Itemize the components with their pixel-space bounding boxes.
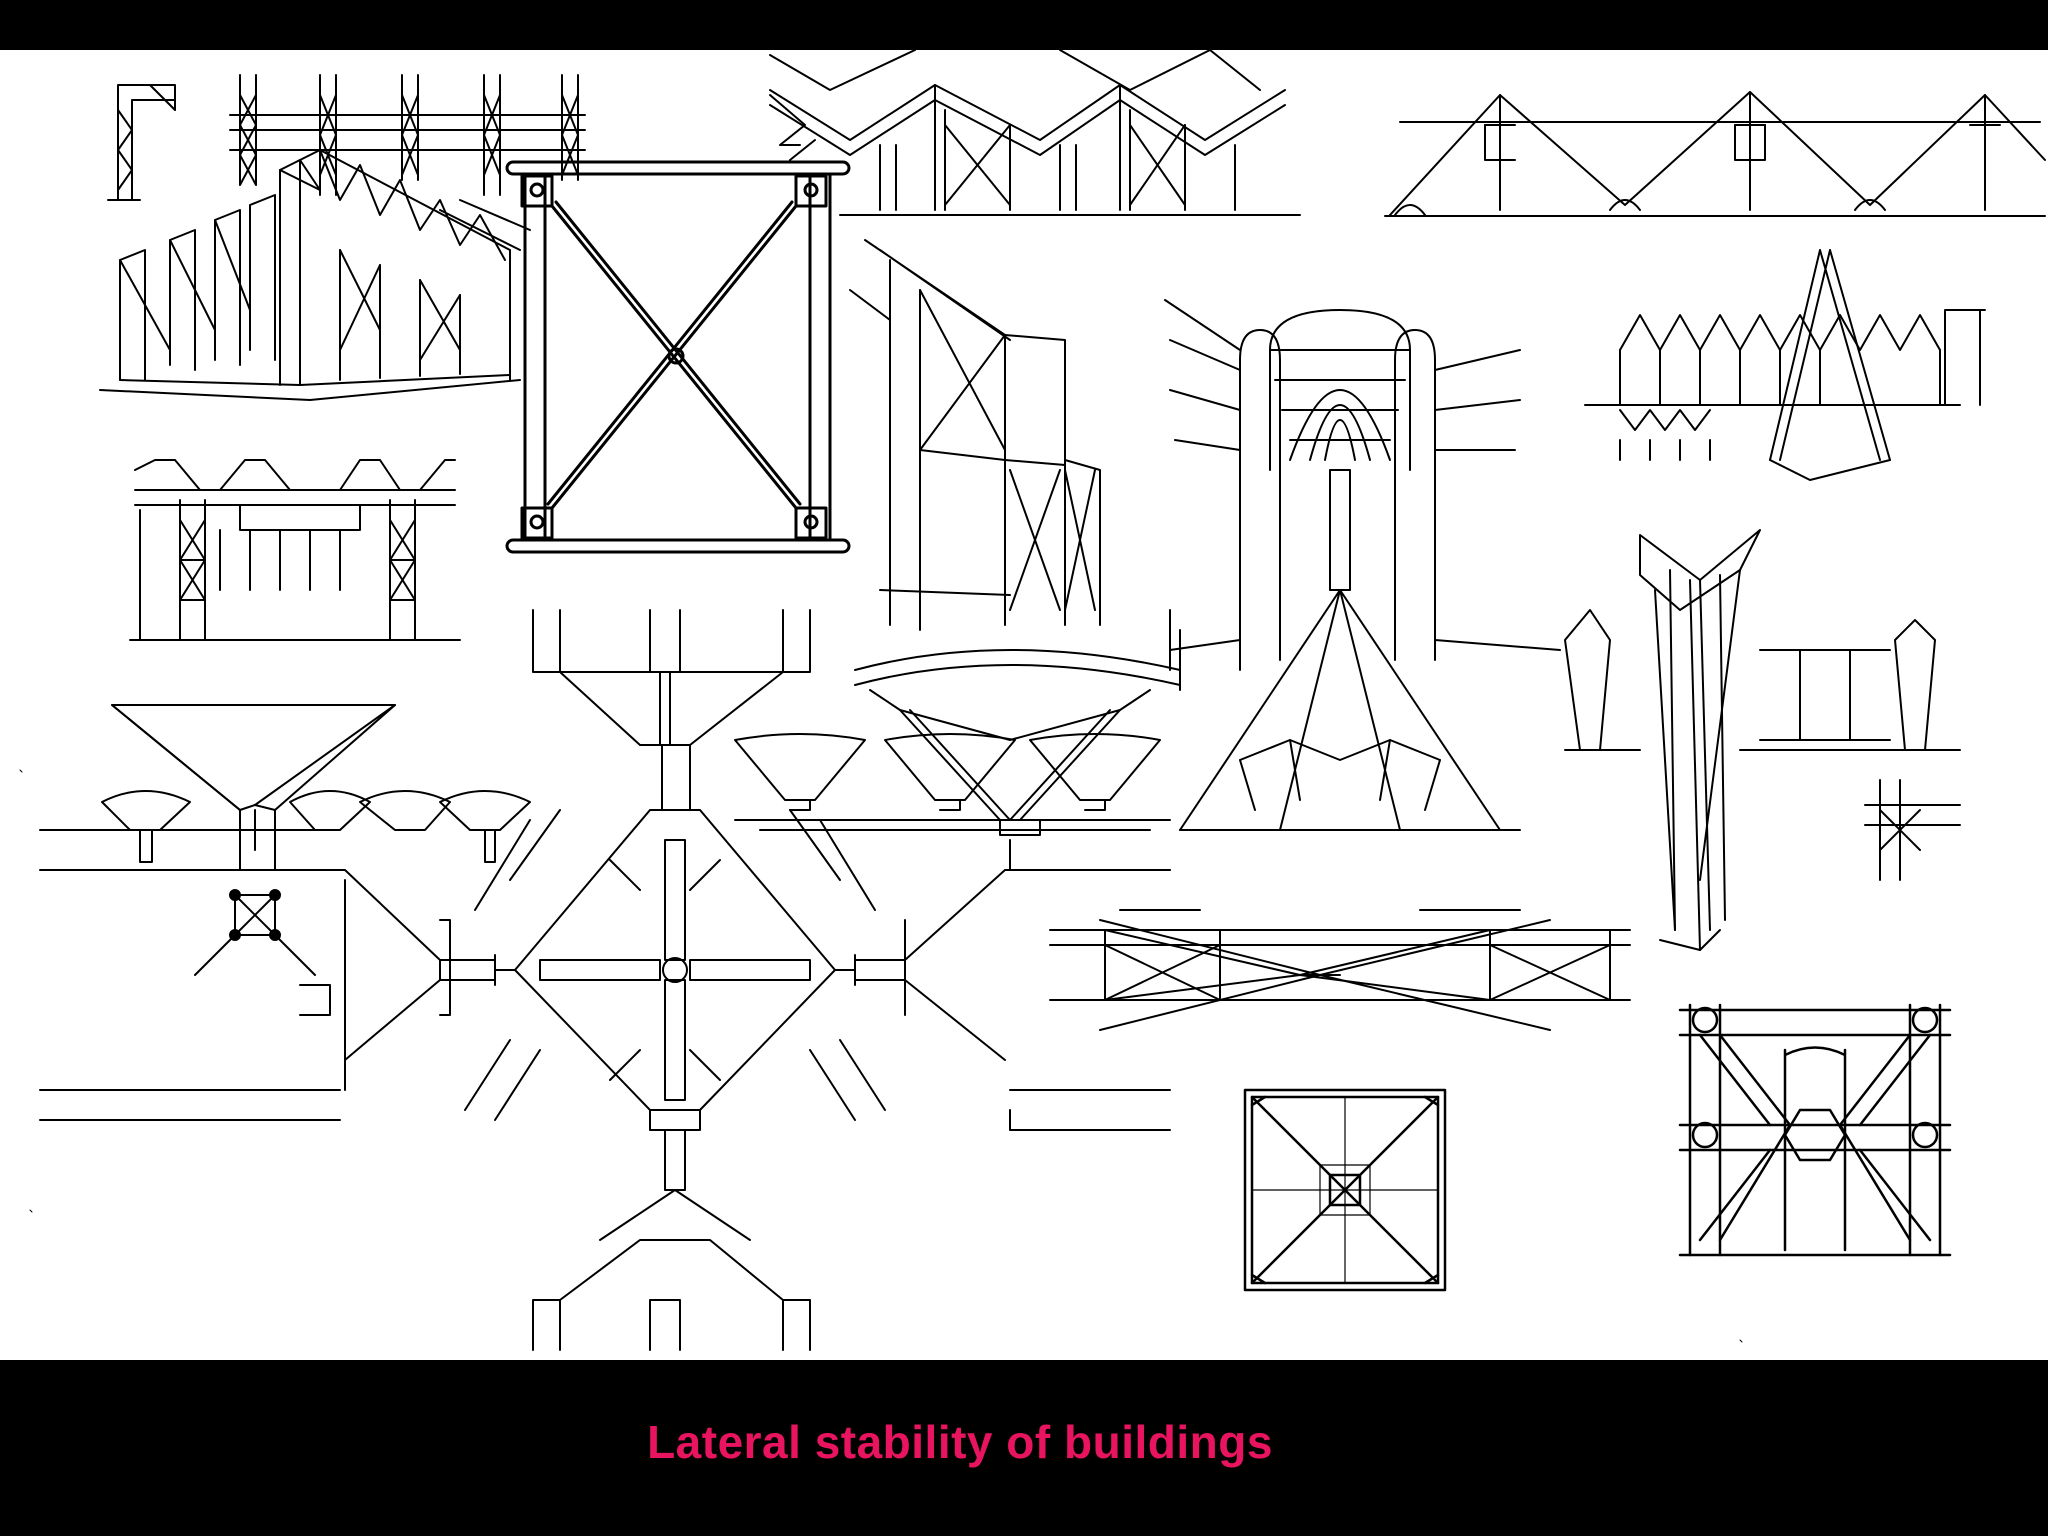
vaulted-arcade-perspective [1165,300,1560,830]
tapered-portal-column [1565,530,1960,950]
slide-caption: Lateral stability of buildings [647,1416,1273,1468]
paper-specks [20,770,1742,1342]
x-braced-frame-detail [507,162,849,552]
umbrella-roof-section [40,705,530,975]
curved-canopy-structure [735,650,1180,835]
drawing-sheet [0,50,2048,1360]
bottom-black-band [0,1360,2048,1536]
braced-column-grid-plan [1680,1005,1950,1255]
sawtooth-a-frame [1585,250,1985,480]
top-black-band [0,0,2048,50]
a-frame-roof-elevation [1385,92,2045,216]
zigzag-roof-elevation [770,50,1300,215]
braced-glass-facade [850,240,1100,630]
cruciform-column-plan [40,610,1170,1350]
square-braced-plan [1245,1090,1445,1290]
cable-stayed-truss [1050,910,1630,1030]
sawtooth-twin-frame [130,460,460,640]
perspective-braced-shed [100,150,530,400]
portal-frame-elevation [108,75,585,200]
